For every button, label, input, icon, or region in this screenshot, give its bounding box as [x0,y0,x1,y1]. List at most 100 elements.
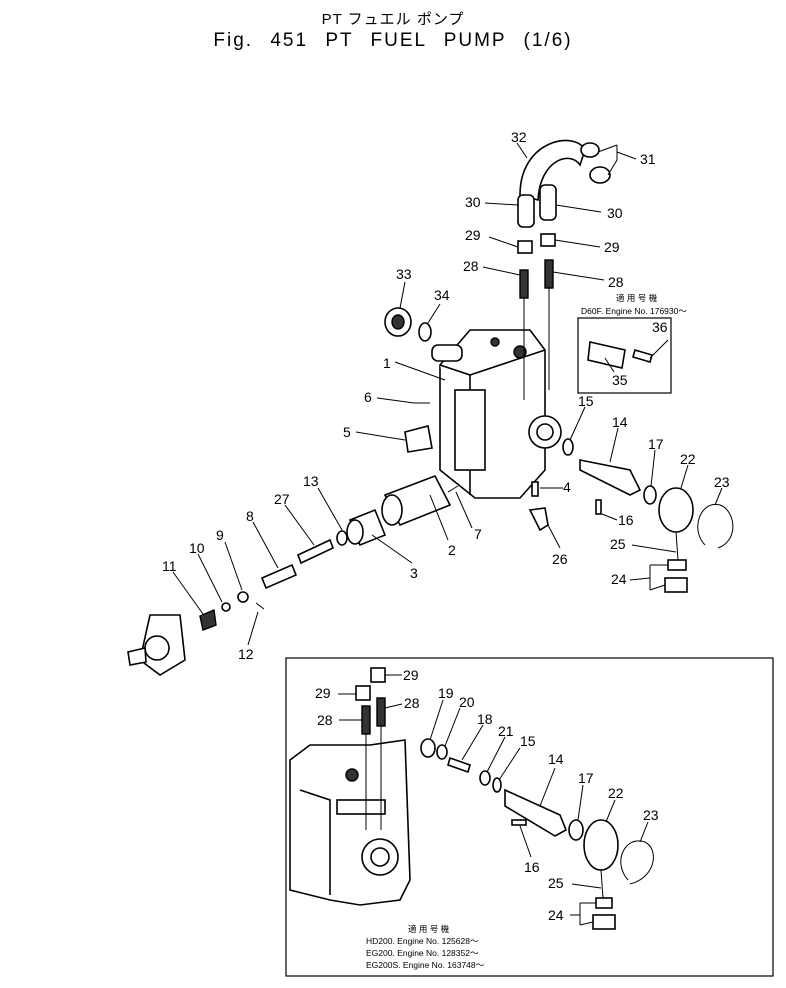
part-17-ring [643,485,657,505]
part-4-pin [531,481,539,497]
part-29-nut-right [540,233,556,247]
part-11-clip [199,608,217,631]
callout-label-30: 30 [607,205,623,221]
callout-label-36: 36 [652,319,668,335]
inset-part-21 [479,770,491,786]
callout-labels-main: 3231303029292828333416515141722234162524… [162,129,730,662]
callout-label-4: 4 [563,479,571,495]
inset-callout-label-19: 19 [438,685,454,701]
part-25-wire [675,531,679,561]
inset-part-23 [620,840,654,885]
inset-part-20 [436,744,448,760]
part-10-washer [221,602,231,612]
callout-label-14: 14 [612,414,628,430]
inset-part-17 [568,819,584,841]
callout-label-27: 27 [274,491,290,507]
part-31-seal-a [580,142,600,158]
callout-label-15: 15 [578,393,594,409]
part-29-nut-left [517,240,533,254]
part-27-spring [296,538,335,565]
inset-part-15 [492,777,502,793]
inset-callout-label-28: 28 [404,695,420,711]
part-14-shaft [579,459,642,496]
part-34-o-ring [418,322,432,342]
callout-label-28: 28 [608,274,624,290]
part-7-pin [447,485,459,493]
title-japanese: PT フュエル ポンプ [321,11,465,28]
note-top-header: 適 用 号 機 [616,293,658,303]
callout-label-11: 11 [162,558,177,574]
inset-callout-label-25: 25 [548,875,564,891]
inset-part-22 [583,819,619,871]
callout-label-25: 25 [610,536,626,552]
part-16-pin [595,499,602,515]
callout-label-30: 30 [465,194,481,210]
leader-lines-main [172,142,723,646]
inset-part-24-top [595,897,613,909]
part-13-washer [336,530,348,546]
inset-part-16 [511,819,527,826]
part-30-tube-left [517,194,535,228]
inset-callout-label-28: 28 [317,712,333,728]
inset-callout-label-18: 18 [477,711,493,727]
inset-callout-label-14: 14 [548,751,564,767]
callout-label-33: 33 [396,266,412,282]
callout-label-13: 13 [303,473,319,489]
callout-label-16: 16 [618,512,634,528]
figure-title: Fig. 451 PT FUEL PUMP (1/6) [213,30,573,51]
note-top-line: D60F. Engine No. 176930～ [581,306,687,316]
callout-label-8: 8 [246,508,254,524]
inset-pump-body [289,739,411,906]
callout-label-5: 5 [343,424,351,440]
part-9-ring [237,591,249,603]
inset-callout-label-20: 20 [459,694,475,710]
inset-callout-label-22: 22 [608,785,624,801]
note-box-top [577,317,672,394]
note-bottom-header: 適 用 号 機 [408,924,450,934]
part-8-plunger [260,563,298,590]
leader-lines-inset [338,674,649,926]
part-30-tube-right [539,184,557,221]
callout-label-31: 31 [640,151,656,167]
callout-label-10: 10 [189,540,205,556]
inset-part-29-left [355,685,371,701]
inset-part-18 [447,756,471,774]
callout-label-6: 6 [364,389,372,405]
inset-callout-label-15: 15 [520,733,536,749]
callout-label-26: 26 [552,551,568,567]
part-36-screw [632,349,653,363]
callout-label-9: 9 [216,527,224,543]
inset-callout-label-24: 24 [548,907,564,923]
callout-label-24: 24 [611,571,627,587]
callout-label-23: 23 [714,474,730,490]
inset-part-28-right [376,697,386,727]
callout-label-7: 7 [474,526,482,542]
drive-assembly [127,614,186,676]
inset-callout-label-29: 29 [315,685,331,701]
callout-label-2: 2 [448,542,456,558]
callout-label-28: 28 [463,258,479,274]
callout-label-3: 3 [410,565,418,581]
callout-label-17: 17 [648,436,664,452]
note-bottom-line-1: HD200. Engine No. 125628～ [366,936,479,946]
inset-frame [285,657,774,977]
inset-callout-label-23: 23 [643,807,659,823]
inset-part-25 [600,869,604,899]
callout-label-35: 35 [612,372,628,388]
part-22-cover [658,487,694,533]
callout-label-29: 29 [604,239,620,255]
part-24-seal-top [667,559,687,571]
pump-body [431,329,562,499]
callout-label-12: 12 [238,646,254,662]
inset-part-19 [420,738,436,758]
inset-part-29-top [370,667,386,683]
inset-callout-label-29: 29 [403,667,419,683]
callout-label-29: 29 [465,227,481,243]
inset-part-28-left [361,705,371,735]
part-24-seal-bottom [664,577,688,593]
part-15-o-ring [562,438,574,456]
inset-callout-label-21: 21 [498,723,514,739]
part-5-bushing [404,425,433,453]
part-23-snap-ring [697,504,734,549]
